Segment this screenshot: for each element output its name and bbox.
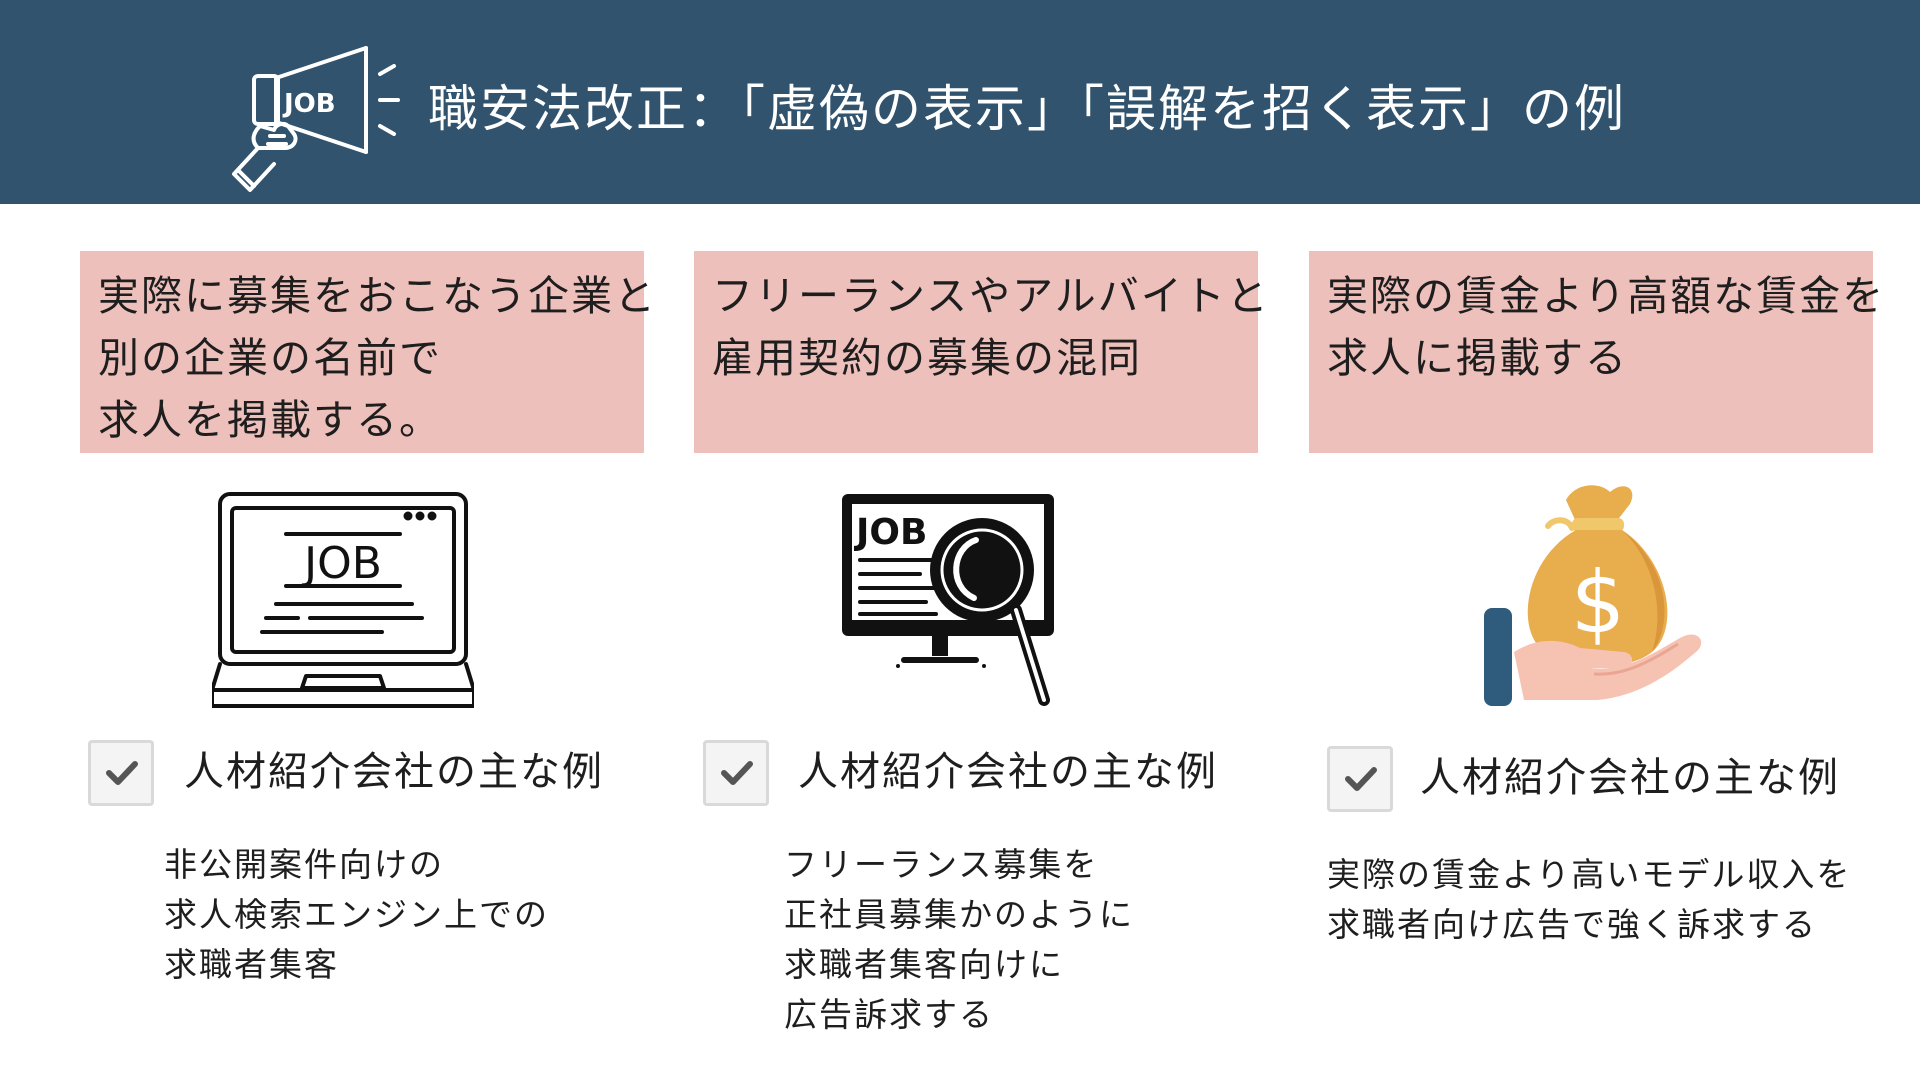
example-box-2: フリーランスやアルバイトと 雇用契約の募集の混同 <box>694 251 1270 453</box>
detail-line: フリーランス募集を <box>784 845 1099 884</box>
detail-line: 実際の賃金より高いモデル収入を <box>1327 855 1852 894</box>
checkbox-1[interactable] <box>88 740 154 806</box>
detail-line: 非公開案件向けの <box>164 845 444 884</box>
detail-line: 求人検索エンジン上での <box>164 895 549 934</box>
detail-text-3: 実際の賃金より高いモデル収入を 求職者向け広告で強く訴求する <box>1327 850 1851 950</box>
box-line: 実際の賃金より高額な賃金を <box>1327 272 1886 320</box>
svg-text:$: $ <box>1571 553 1626 653</box>
example-box-1: 実際に募集をおこなう企業と 別の企業の名前で 求人を掲載する。 <box>80 251 657 453</box>
checkbox-3[interactable] <box>1327 746 1393 812</box>
svg-text:JOB: JOB <box>853 512 927 553</box>
detail-text-1: 非公開案件向けの 求人検索エンジン上での 求職者集客 <box>164 840 549 990</box>
header-banner: JOB 職安法改正：「虚偽の表示」「誤解を招く表示」の例 <box>0 0 1920 204</box>
detail-line: 求職者向け広告で強く訴求する <box>1327 905 1817 944</box>
box-line: フリーランスやアルバイトと <box>712 272 1270 320</box>
detail-line: 正社員募集かのように <box>784 895 1134 934</box>
example-box-3: 実際の賃金より高額な賃金を 求人に掲載する <box>1309 251 1886 453</box>
box-line: 雇用契約の募集の混同 <box>712 334 1142 382</box>
megaphone-icon: JOB <box>214 40 400 210</box>
page-title: 職安法改正：「虚偽の表示」「誤解を招く表示」の例 <box>428 80 1626 138</box>
box-line: 求人を掲載する。 <box>98 396 442 444</box>
svg-text:JOB: JOB <box>282 89 336 119</box>
checkmark-icon <box>106 761 138 785</box>
checkmark-icon <box>1345 767 1377 791</box>
money-bag-hand-icon: $ <box>1476 478 1708 710</box>
check-label-2: 人材紹介会社の主な例 <box>798 749 1218 795</box>
check-label-3: 人材紹介会社の主な例 <box>1420 755 1840 801</box>
column-3: 実際の賃金より高額な賃金を 求人に掲載する <box>1309 251 1886 453</box>
laptop-icon: JOB <box>210 490 476 712</box>
monitor-magnifier-icon: JOB <box>840 490 1060 708</box>
box-line: 実際に募集をおこなう企業と <box>98 272 657 320</box>
checkbox-2[interactable] <box>703 740 769 806</box>
svg-text:JOB: JOB <box>301 538 382 589</box>
detail-text-2: フリーランス募集を 正社員募集かのように 求職者集客向けに 広告訴求する <box>784 840 1134 1040</box>
box-line: 別の企業の名前で <box>98 334 442 382</box>
detail-line: 求職者集客 <box>164 945 339 984</box>
detail-line: 広告訴求する <box>784 995 994 1034</box>
checkmark-icon <box>721 761 753 785</box>
box-line: 求人に掲載する <box>1327 334 1628 382</box>
detail-line: 求職者集客向けに <box>784 945 1064 984</box>
check-label-1: 人材紹介会社の主な例 <box>184 749 604 795</box>
column-2: フリーランスやアルバイトと 雇用契約の募集の混同 <box>694 251 1270 453</box>
column-1: 実際に募集をおこなう企業と 別の企業の名前で 求人を掲載する。 <box>80 251 657 453</box>
